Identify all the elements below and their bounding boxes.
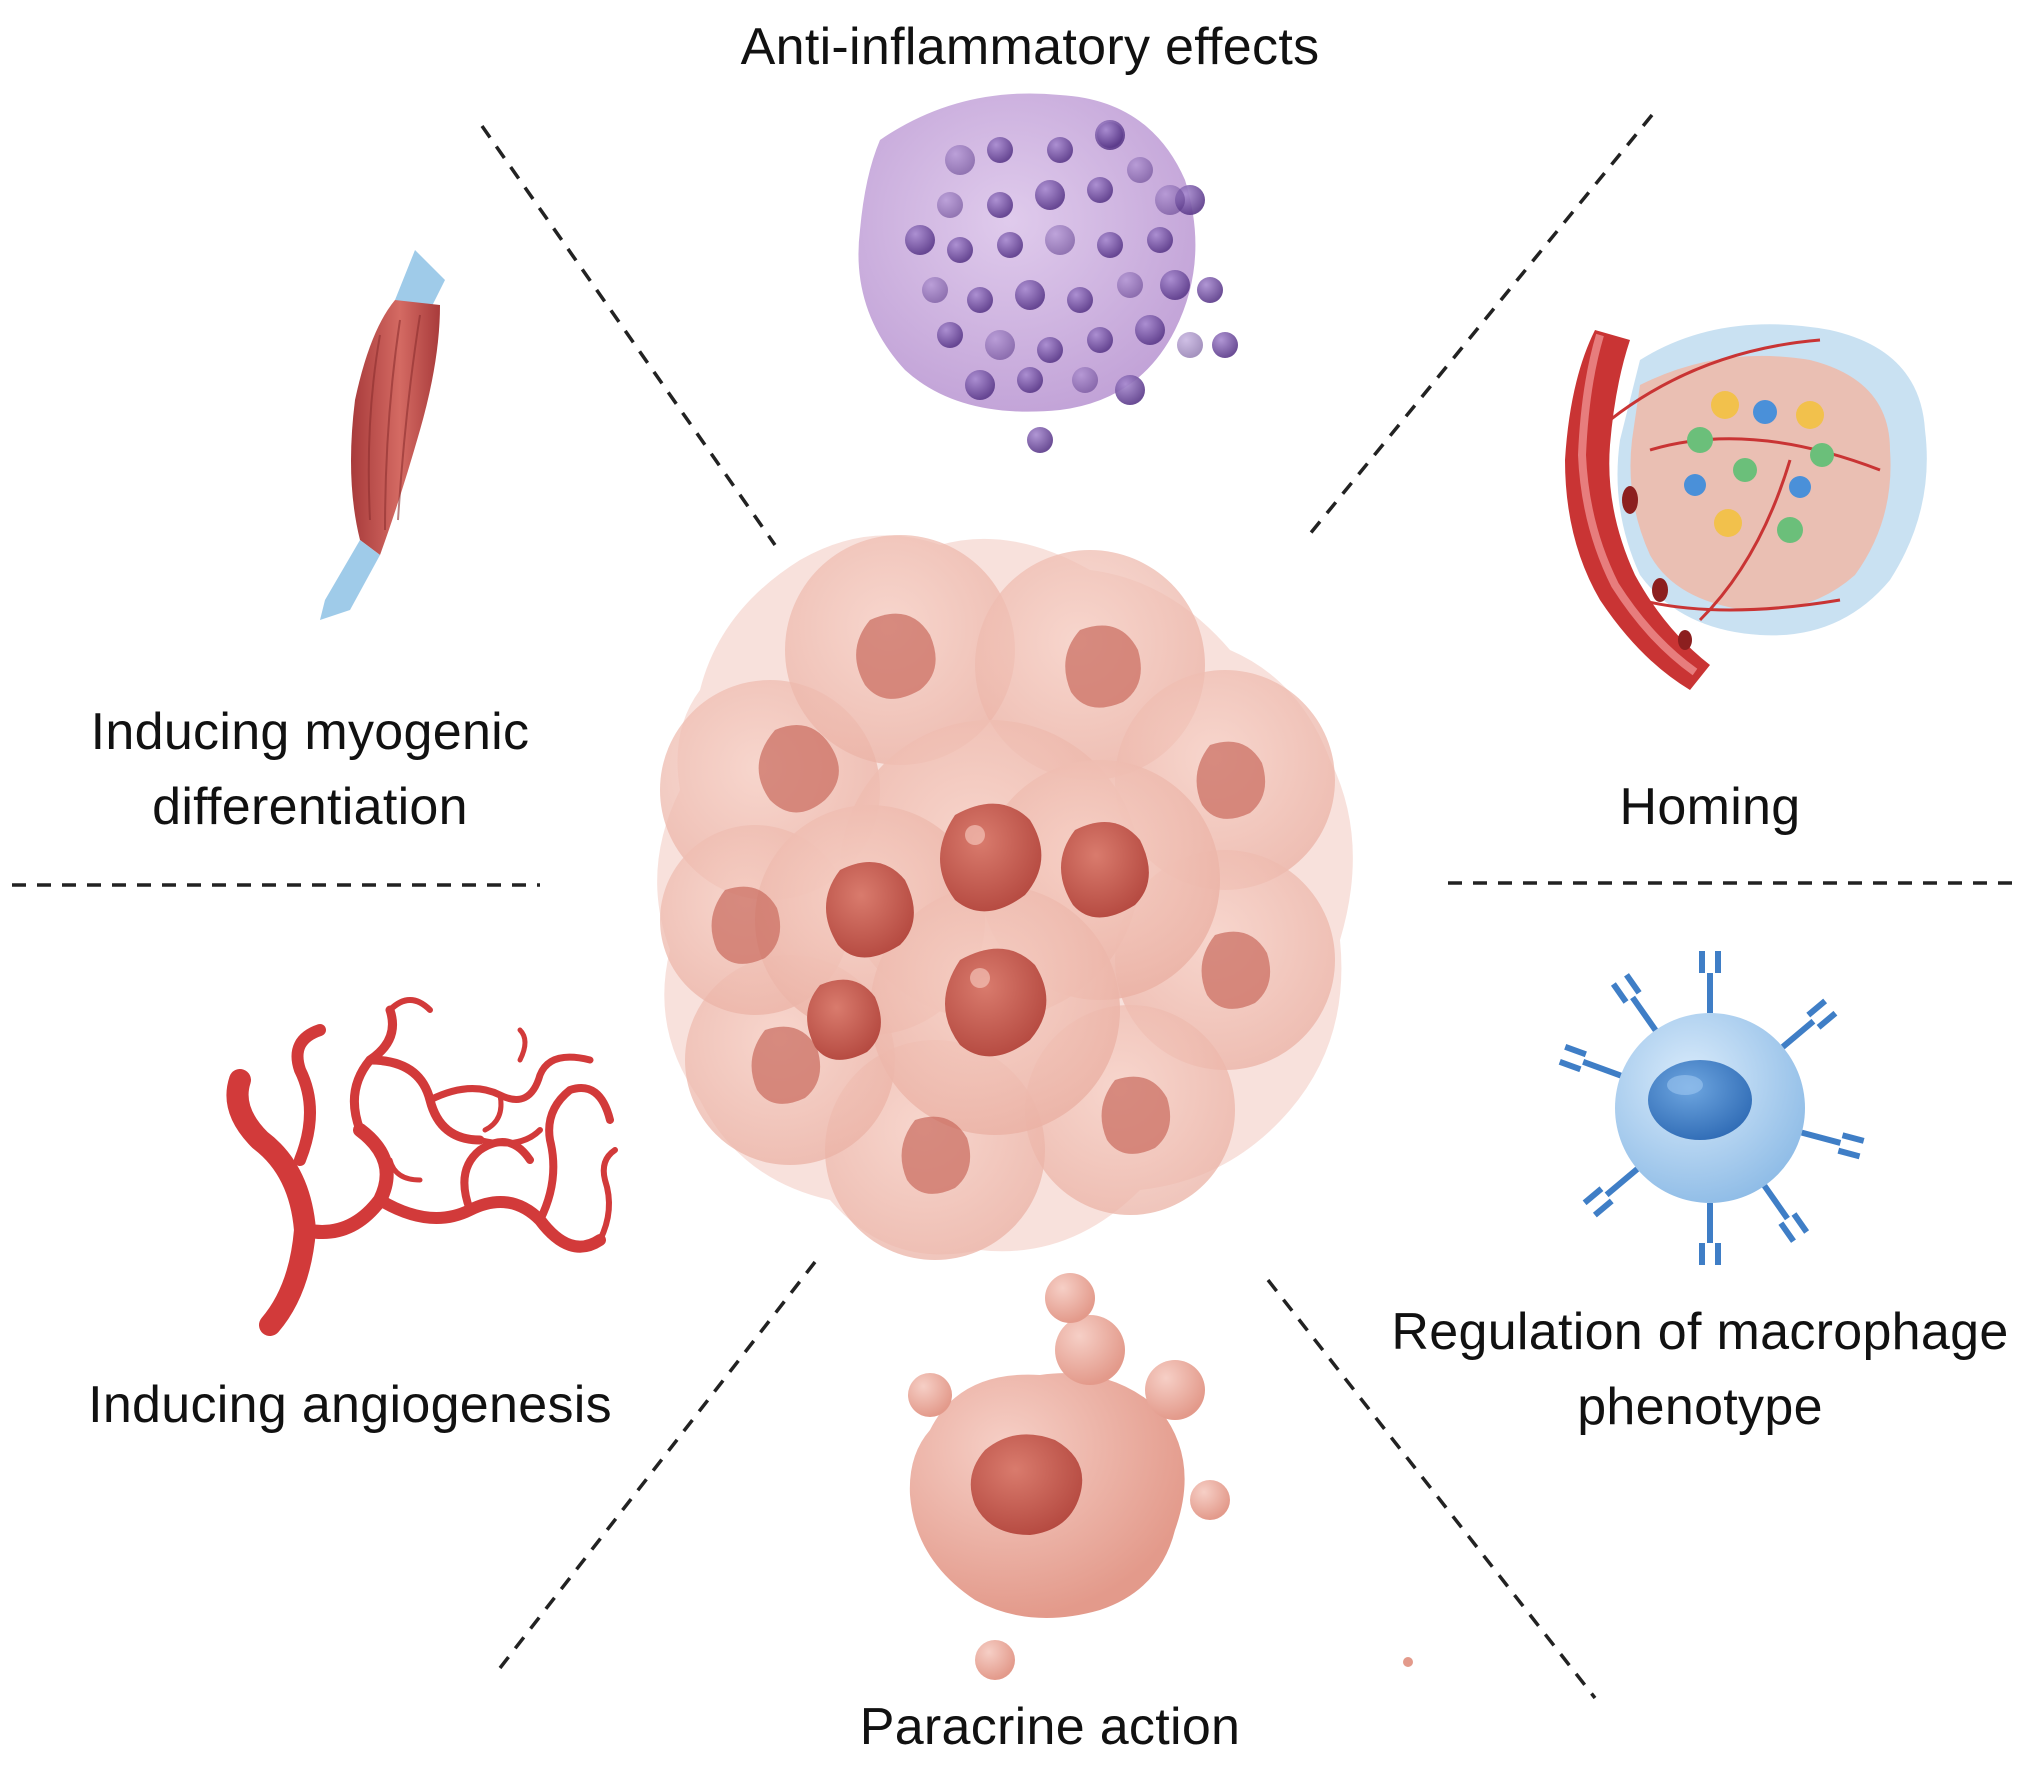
granule [1117,272,1143,298]
granule [922,277,948,303]
granule [985,330,1015,360]
granule [1027,427,1053,453]
divider-bottom-left [498,1260,817,1670]
granule [1072,367,1098,393]
granule [987,192,1013,218]
receptors [1558,951,1865,1265]
receptor [1610,973,1658,1032]
blood-vessel-tissue-icon [1565,324,1927,690]
label-paracrine: Paracrine action [800,1690,1300,1765]
granule [1045,225,1075,255]
label-paracrine-line-1: Paracrine action [859,1698,1241,1756]
receptor [1800,1129,1865,1160]
dividers [12,113,2020,1700]
stem-cell-cluster-icon [657,535,1353,1260]
branching-vessels-icon [226,997,618,1336]
secreting-cell-icon [908,1273,1413,1680]
granule [965,370,995,400]
granule [1160,270,1190,300]
granule [1067,287,1093,313]
granule [1212,332,1238,358]
label-macrophage: Regulation of macrophage phenotype [1375,1295,2025,1446]
granule [967,287,993,313]
divider-top-right [1303,113,1654,542]
granule [1087,177,1113,203]
granule [1017,367,1043,393]
granule [937,192,963,218]
granule [1037,337,1063,363]
granule [1015,280,1045,310]
divider-top-left [480,124,777,547]
label-anti-inflammatory: Anti-inflammatory effects [740,10,1320,85]
receptor [1699,951,1721,1013]
granule [1127,157,1153,183]
granule [937,322,963,348]
granule [987,137,1013,163]
receptor [1558,1043,1622,1079]
muscle-fiber-icon [320,250,445,620]
label-homing: Homing [1560,770,1860,845]
receptor [1699,1203,1721,1265]
granule [1115,375,1145,405]
label-myogenic-line-2: differentiation [152,778,468,837]
granule [997,232,1023,258]
granule [1135,315,1165,345]
label-angiogenesis: Inducing angiogenesis [50,1368,650,1443]
granule [905,225,935,255]
granule [1097,232,1123,258]
granule [1177,332,1203,358]
granule [1155,185,1185,215]
granule [1097,122,1123,148]
label-angiogenesis-line-1: Inducing angiogenesis [88,1376,612,1434]
macrophage-cell-icon [1615,1013,1805,1203]
granule [945,145,975,175]
label-macrophage-line-2: phenotype [1577,1378,1823,1437]
receptor [1582,1166,1640,1218]
granule [1035,180,1065,210]
granule [947,237,973,263]
granules [905,120,1238,453]
label-myogenic: Inducing myogenic differentiation [30,695,590,846]
label-anti-inflammatory-line-1: Anti-inflammatory effects [740,18,1320,76]
granule [1087,327,1113,353]
label-macrophage-line-1: Regulation of macrophage [1391,1303,2009,1361]
immune-cell-icon [858,93,1196,412]
granule [1197,277,1223,303]
receptor [1780,998,1838,1050]
divider-bottom-right [1266,1278,1597,1700]
label-homing-line-1: Homing [1619,778,1801,836]
label-myogenic-line-1: Inducing myogenic [90,703,530,761]
receptor [1762,1184,1810,1243]
granule [1047,137,1073,163]
granule [1147,227,1173,253]
